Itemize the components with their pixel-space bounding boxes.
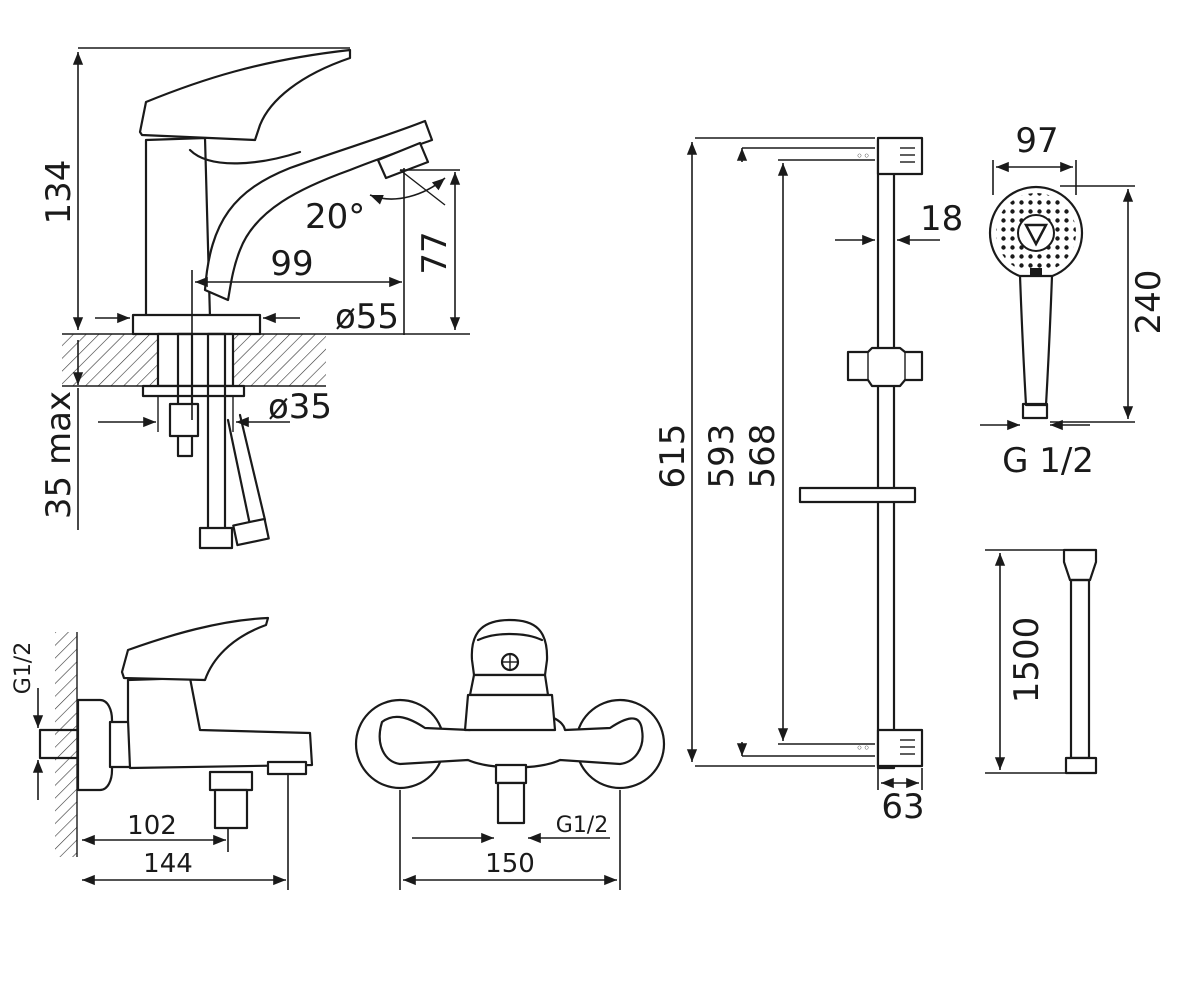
lever-handle[interactable] — [138, 48, 352, 142]
front-lever[interactable] — [470, 618, 549, 677]
dim-spout-height: 77 — [415, 231, 455, 274]
hose-body — [1069, 578, 1091, 760]
faucet-base — [131, 313, 262, 336]
dim-rail-total: 615 — [653, 424, 693, 489]
dim-faucet-height: 134 — [39, 160, 79, 225]
rail-bar — [876, 138, 896, 770]
dim-spout-reach: 99 — [270, 244, 313, 284]
bath-mixer-front: G1/2 150 — [354, 618, 666, 890]
bath-mixer-side: G1/2 102 144 — [11, 616, 314, 890]
dim-front-width: 150 — [485, 849, 535, 879]
soap-dish — [798, 486, 917, 504]
dim-bath-total-depth: 144 — [143, 849, 193, 879]
shower-hose: 1500 — [985, 548, 1098, 775]
wall-section — [55, 632, 77, 857]
svg-text:◦◦: ◦◦ — [856, 149, 870, 163]
dim-rail-593: 593 — [702, 424, 742, 489]
dim-max-thickness: 35 max — [39, 391, 79, 519]
dim-bracket-projection: 63 — [881, 787, 924, 827]
bath-lever[interactable] — [120, 616, 270, 682]
hand-shower: 97 240 G 1/2 — [980, 121, 1169, 481]
dim-base-diameter: ø55 — [335, 297, 399, 337]
shower-rail: ◦◦ ◦◦ 615 593 568 18 — [653, 136, 963, 827]
dim-head-diameter: 97 — [1015, 121, 1058, 161]
svg-text:◦◦: ◦◦ — [856, 741, 870, 755]
dim-shower-length: 240 — [1129, 270, 1169, 335]
basin-faucet: 134 35 max 77 20° 99 ø55 ø35 — [39, 47, 470, 550]
dim-bath-outlet-depth: 102 — [127, 811, 177, 841]
dim-hole-diameter: ø35 — [268, 387, 332, 427]
dim-front-inlet: G1/2 — [556, 813, 608, 838]
dim-rail-diameter: 18 — [920, 199, 963, 239]
dim-bath-inlet: G1/2 — [11, 642, 36, 694]
dim-rail-568: 568 — [743, 424, 783, 489]
dim-hose-length: 1500 — [1007, 617, 1047, 704]
dim-angle: 20° — [305, 197, 365, 237]
rail-slider[interactable] — [846, 346, 924, 388]
dim-shower-thread: G 1/2 — [1002, 441, 1094, 481]
